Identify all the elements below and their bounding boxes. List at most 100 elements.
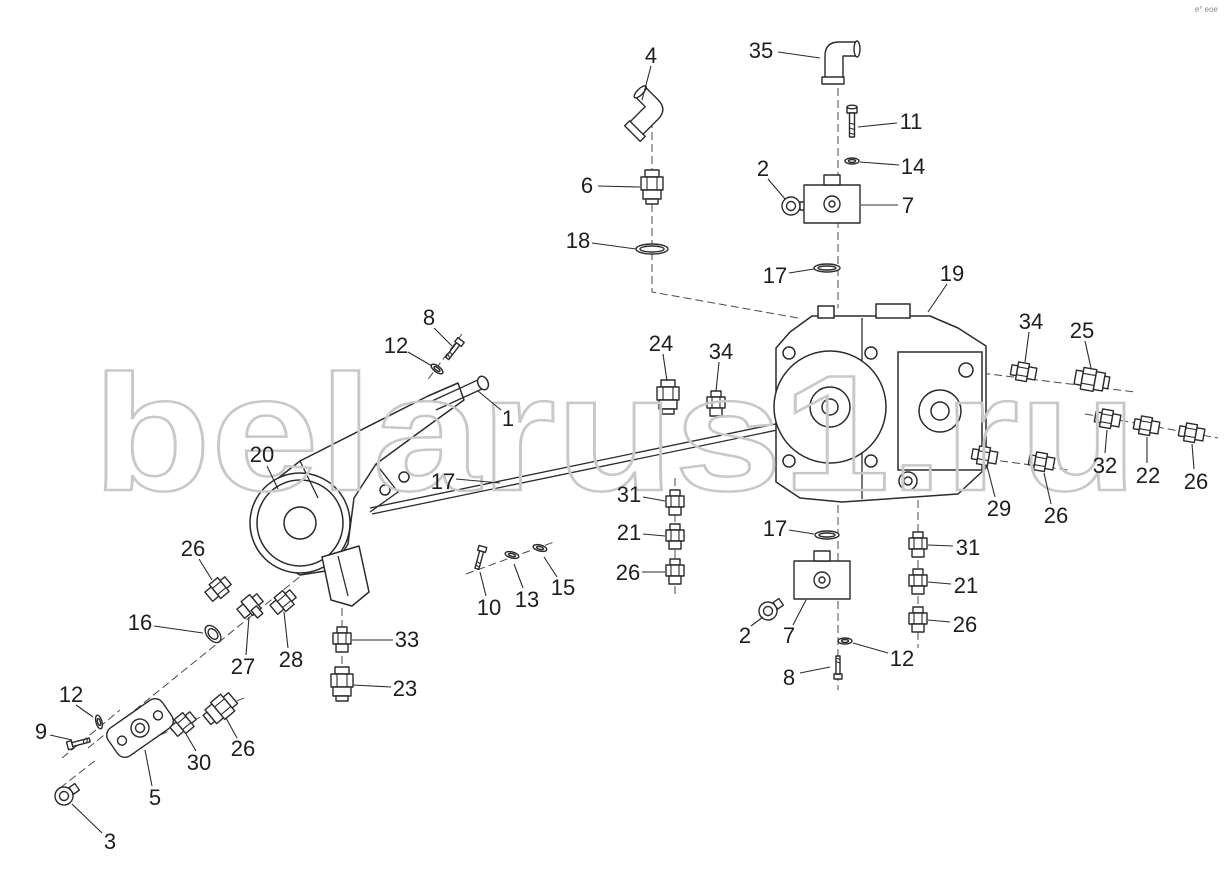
callout-5: 5 <box>149 785 161 810</box>
part-screw <box>65 737 91 751</box>
part-union <box>656 379 680 415</box>
callout-9: 9 <box>35 719 47 744</box>
part-bolt <box>846 104 858 138</box>
corner-mark: e° eoe <box>1195 5 1219 14</box>
leader-line <box>1104 429 1108 454</box>
callout-28: 28 <box>279 647 303 672</box>
part-union <box>1073 366 1111 393</box>
leader-line <box>642 533 666 537</box>
callout-26: 26 <box>1184 469 1208 494</box>
part-fitting <box>665 523 685 550</box>
part-ring <box>814 530 840 540</box>
part-washer <box>844 157 860 165</box>
leader-line <box>927 619 951 623</box>
callout-8: 8 <box>423 305 435 330</box>
callout-19: 19 <box>940 261 964 286</box>
part-washer <box>504 550 520 560</box>
leader-line <box>715 361 720 392</box>
callout-34: 34 <box>1019 309 1043 334</box>
leader-line <box>185 733 197 752</box>
leader-line <box>1084 340 1092 369</box>
leader-line <box>513 563 524 589</box>
leader-line <box>153 625 204 634</box>
callout-10: 10 <box>477 595 501 620</box>
part-fitting <box>169 711 197 738</box>
leader-line <box>591 242 637 250</box>
part-plug <box>781 196 808 216</box>
callout-3: 3 <box>104 829 116 854</box>
callout-17: 17 <box>431 469 455 494</box>
part-fitting <box>908 568 928 595</box>
part-washer <box>837 637 853 645</box>
callout-14: 14 <box>901 154 925 179</box>
callout-12: 12 <box>384 333 408 358</box>
part-fitting <box>269 589 297 616</box>
leader-line <box>283 611 289 649</box>
callout-17: 17 <box>763 263 787 288</box>
callout-18: 18 <box>566 228 590 253</box>
leader-line <box>857 122 898 128</box>
left-pump-body <box>249 375 846 607</box>
callout-29: 29 <box>987 496 1011 521</box>
leader-line <box>407 351 433 367</box>
leader-line <box>927 581 952 585</box>
leader-line <box>1043 472 1052 505</box>
callout-12: 12 <box>890 646 914 671</box>
callout-15: 15 <box>551 575 575 600</box>
part-union <box>330 666 354 702</box>
leader-line <box>642 496 666 502</box>
part-fitting <box>665 489 685 516</box>
hydraulic-pump-body <box>773 303 987 503</box>
callout-32: 32 <box>1093 453 1117 478</box>
callout-21: 21 <box>954 573 978 598</box>
part-fitting <box>332 626 352 653</box>
part-tee <box>236 593 264 620</box>
watermark: belarus1.ru <box>93 341 1138 525</box>
callout-24: 24 <box>649 331 673 356</box>
leader-line <box>767 178 786 200</box>
part-ring <box>813 263 841 273</box>
leader-line <box>198 558 213 581</box>
leader-line <box>799 666 831 674</box>
part-flange <box>106 697 174 759</box>
part-fitting <box>1132 415 1161 437</box>
callout-23: 23 <box>393 676 417 701</box>
callout-31: 31 <box>956 535 980 560</box>
part-fitting <box>1093 408 1122 430</box>
callout-30: 30 <box>187 750 211 775</box>
callout-21: 21 <box>617 520 641 545</box>
leader-line <box>777 51 821 59</box>
callout-27: 27 <box>231 654 255 679</box>
callout-1: 1 <box>502 406 514 431</box>
callout-2: 2 <box>739 623 751 648</box>
leader-line <box>927 544 954 547</box>
part-fitting <box>1177 422 1206 444</box>
callout-25: 25 <box>1070 318 1094 343</box>
part-elbow <box>821 40 861 85</box>
part-ring <box>204 624 222 644</box>
part-union <box>202 692 239 726</box>
leader-line <box>75 704 94 718</box>
leader-line <box>225 717 238 739</box>
leader-line <box>750 616 764 627</box>
part-plug <box>758 597 785 621</box>
leader-line <box>144 749 153 787</box>
callout-11: 11 <box>900 109 923 134</box>
leader-line <box>597 185 641 188</box>
part-washer <box>532 543 548 553</box>
part-washer <box>430 363 444 375</box>
leader-line <box>477 390 502 411</box>
callout-26: 26 <box>231 736 255 761</box>
callout-26: 26 <box>1044 503 1068 528</box>
leader-line <box>479 571 487 597</box>
part-fitting <box>1027 451 1056 473</box>
leader-line <box>455 478 501 484</box>
callout-13: 13 <box>515 587 539 612</box>
callout-16: 16 <box>128 610 152 635</box>
part-screw <box>474 544 488 570</box>
part-fitting <box>1009 361 1038 383</box>
leader-line <box>986 465 996 498</box>
leader-line <box>662 353 668 382</box>
